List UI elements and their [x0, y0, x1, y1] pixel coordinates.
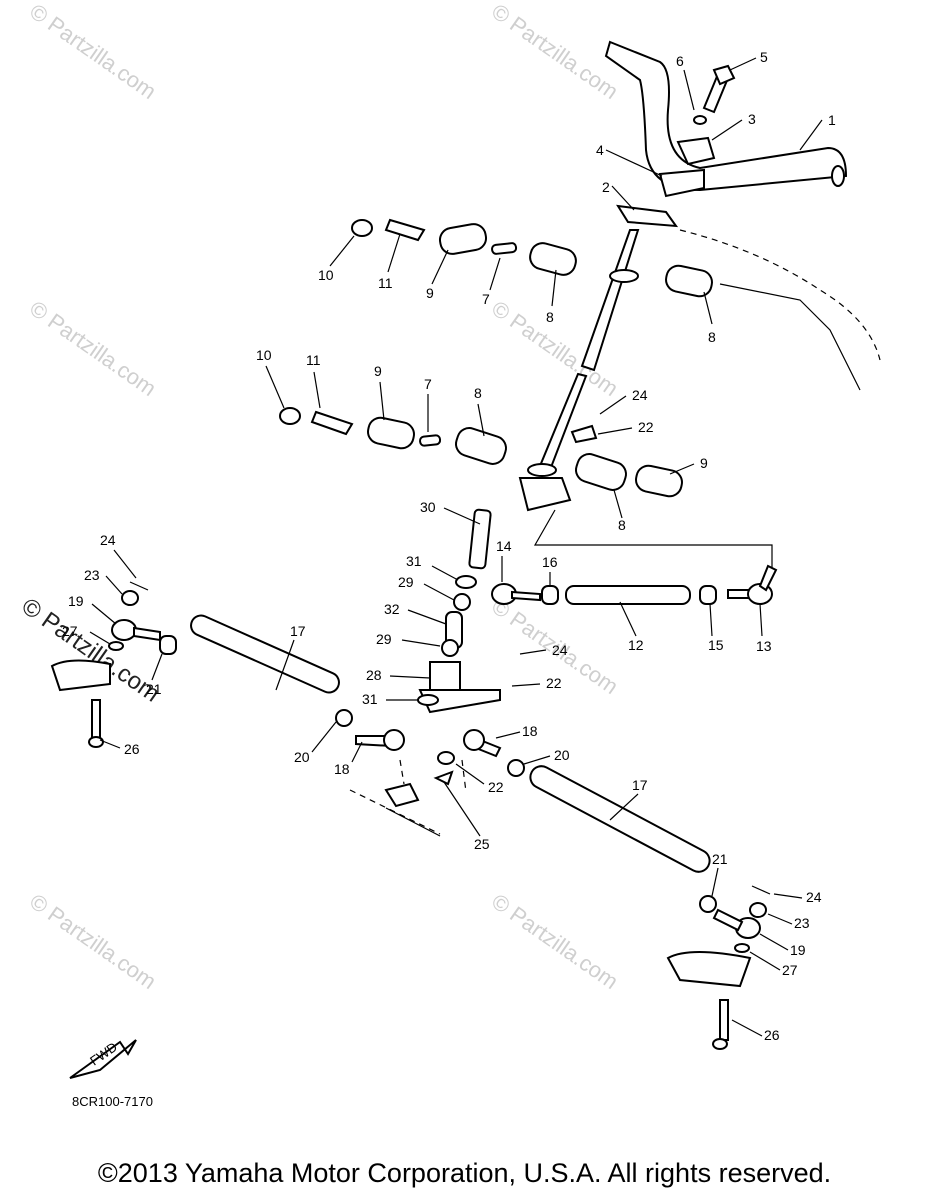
- callout-21: 21: [146, 681, 162, 697]
- callout-8: 8: [708, 329, 716, 345]
- watermark: © Partzilla.com: [487, 0, 623, 104]
- pitman-arm-parts: [417, 508, 501, 714]
- callout-10: 10: [256, 347, 272, 363]
- callout-1: 1: [828, 112, 836, 128]
- callout-21: 21: [712, 851, 728, 867]
- column-plate-part: [616, 204, 679, 228]
- callout-3: 3: [748, 111, 756, 127]
- callouts: 1 2 3 4 5 6 7 8 8 9 10 11 10 11 9 7 8 8 …: [62, 49, 836, 1043]
- callout-22: 22: [546, 675, 562, 691]
- callout-16: 16: [542, 554, 558, 570]
- callout-9: 9: [374, 363, 382, 379]
- lower-bracket-parts: [279, 407, 683, 498]
- callout-31: 31: [406, 553, 422, 569]
- callout-29: 29: [398, 574, 414, 590]
- callout-2: 2: [602, 179, 610, 195]
- callout-leaders: [89, 57, 823, 1037]
- callout-14: 14: [496, 538, 512, 554]
- fwd-arrow-icon: FWD: [69, 1039, 137, 1079]
- callout-27: 27: [782, 962, 798, 978]
- callout-24: 24: [632, 387, 648, 403]
- callout-29: 29: [376, 631, 392, 647]
- center-end-parts: [335, 709, 502, 837]
- callout-24: 24: [806, 889, 822, 905]
- handlebar-holder-part: [658, 64, 736, 198]
- callout-19: 19: [790, 942, 806, 958]
- callout-26: 26: [124, 741, 140, 757]
- callout-13: 13: [756, 638, 772, 654]
- callout-8: 8: [618, 517, 626, 533]
- callout-15: 15: [708, 637, 724, 653]
- reference-code: 8CR100-7170: [72, 1094, 153, 1109]
- watermark: © Partzilla.com: [487, 889, 623, 995]
- copyright-notice: ©2013 Yamaha Motor Corporation, U.S.A. A…: [97, 1158, 832, 1188]
- upper-bracket-parts: [351, 218, 713, 298]
- callout-7: 7: [482, 291, 490, 307]
- callout-20: 20: [294, 749, 310, 765]
- callout-17: 17: [290, 623, 306, 639]
- callout-18: 18: [522, 723, 538, 739]
- callout-25: 25: [474, 836, 490, 852]
- callout-17: 17: [632, 777, 648, 793]
- left-tie-rod-parts: [50, 581, 340, 748]
- callout-19: 19: [68, 593, 84, 609]
- callout-27: 27: [62, 623, 78, 639]
- watermark: © Partzilla.com: [25, 889, 161, 995]
- callout-18: 18: [334, 761, 350, 777]
- steering-column-part: [518, 229, 640, 512]
- watermark: © Partzilla.com: [25, 296, 161, 402]
- callout-5: 5: [760, 49, 768, 65]
- callout-24: 24: [552, 642, 568, 658]
- handlebar-part: [604, 40, 848, 192]
- callout-9: 9: [700, 455, 708, 471]
- callout-31: 31: [362, 691, 378, 707]
- callout-20: 20: [554, 747, 570, 763]
- callout-8: 8: [546, 309, 554, 325]
- callout-22: 22: [638, 419, 654, 435]
- watermark: © Partzilla.com: [25, 0, 161, 104]
- callout-9: 9: [426, 285, 434, 301]
- callout-10: 10: [318, 267, 334, 283]
- callout-12: 12: [628, 637, 644, 653]
- leader-lines: [533, 509, 773, 570]
- callout-23: 23: [794, 915, 810, 931]
- callout-28: 28: [366, 667, 382, 683]
- callout-11: 11: [306, 352, 321, 368]
- callout-22: 22: [488, 779, 504, 795]
- callout-11: 11: [378, 275, 393, 291]
- callout-7: 7: [424, 376, 432, 392]
- callout-6: 6: [676, 53, 684, 69]
- watermark-dark: © Partzilla.com: [17, 593, 165, 708]
- frame-outline: [679, 229, 881, 391]
- callout-26: 26: [764, 1027, 780, 1043]
- callout-30: 30: [420, 499, 436, 515]
- callout-8: 8: [474, 385, 482, 401]
- right-tie-rod-parts: [507, 759, 771, 1050]
- callout-4: 4: [596, 142, 604, 158]
- callout-24: 24: [100, 532, 116, 548]
- callout-23: 23: [84, 567, 100, 583]
- callout-32: 32: [384, 601, 400, 617]
- relay-rod-parts: [491, 564, 778, 605]
